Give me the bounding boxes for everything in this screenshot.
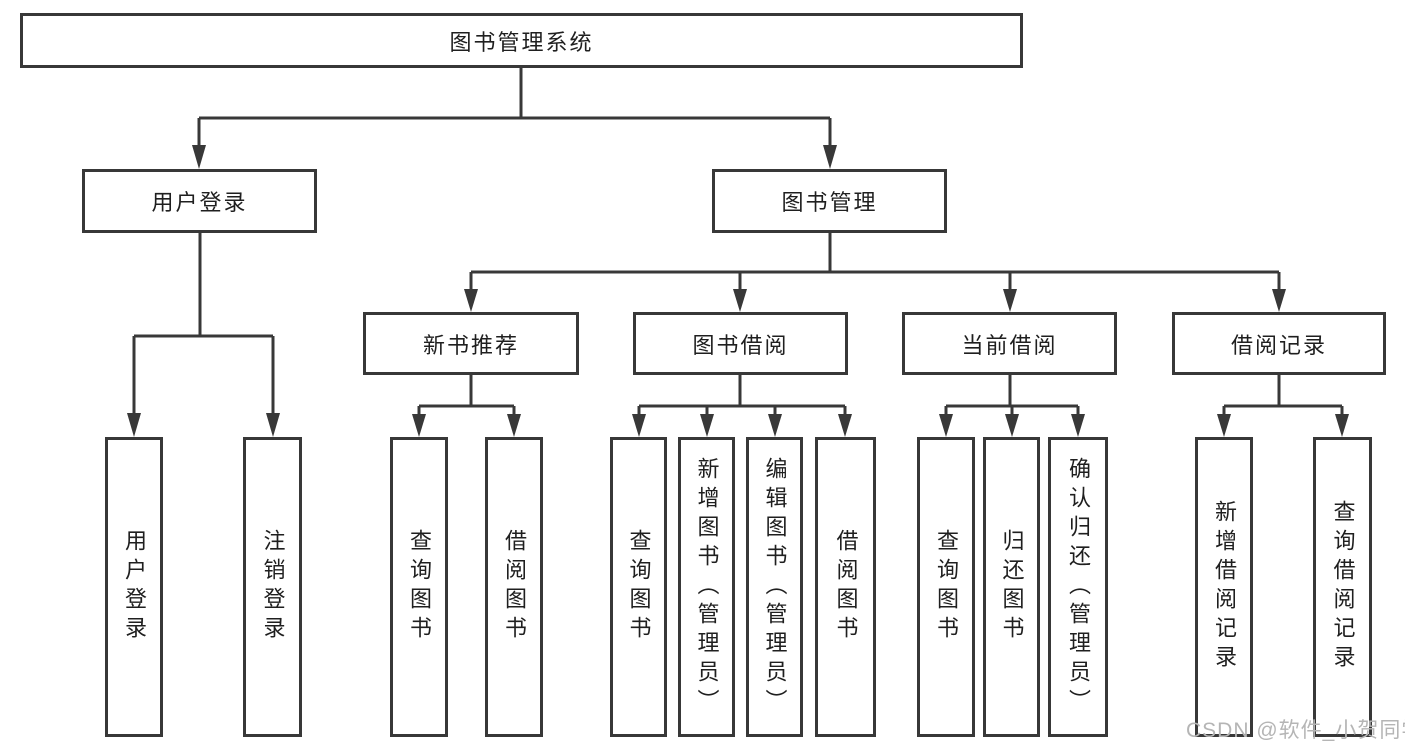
arrowhead <box>632 414 646 437</box>
node-new-book-recommend: 新书推荐 <box>363 312 579 375</box>
arrowhead <box>823 145 837 169</box>
connector-new-book-recommend-children <box>412 375 521 437</box>
leaf-query-books-borrowing: 查询图书 <box>610 437 667 737</box>
arrowhead <box>266 413 280 437</box>
leaf-return-books: 归还图书 <box>983 437 1040 737</box>
arrowhead <box>464 289 478 312</box>
leaf-confirm-return-admin: 确认归还（管理员） <box>1048 437 1108 737</box>
arrowhead <box>700 414 714 437</box>
node-library-management-system: 图书管理系统 <box>20 13 1023 68</box>
arrowhead <box>1003 289 1017 312</box>
leaf-query-borrow-record: 查询借阅记录 <box>1313 437 1372 737</box>
connector-book-borrowing-children <box>632 375 852 437</box>
leaf-edit-books-admin: 编辑图书（管理员） <box>746 437 803 737</box>
arrowhead <box>733 289 747 312</box>
arrowhead <box>192 145 206 169</box>
leaf-user-login: 用户登录 <box>105 437 163 737</box>
arrowhead <box>1005 414 1019 437</box>
arrowhead <box>1335 414 1349 437</box>
arrowhead <box>768 414 782 437</box>
arrowhead <box>507 414 521 437</box>
leaf-add-books-admin: 新增图书（管理员） <box>678 437 735 737</box>
node-book-management: 图书管理 <box>712 169 947 233</box>
node-current-borrowing: 当前借阅 <box>902 312 1117 375</box>
connector-book-management-children <box>464 233 1286 312</box>
node-user-login: 用户登录 <box>82 169 317 233</box>
node-book-borrowing: 图书借阅 <box>633 312 848 375</box>
csdn-watermark: CSDN @软件_小贺同学 <box>1186 719 1405 742</box>
connector-borrowing-records-children <box>1217 375 1349 437</box>
arrowhead <box>1217 414 1231 437</box>
arrowhead <box>412 414 426 437</box>
arrowhead <box>838 414 852 437</box>
connector-user-login-children <box>127 233 280 437</box>
leaf-add-borrow-record: 新增借阅记录 <box>1195 437 1253 737</box>
arrowhead <box>1272 289 1286 312</box>
leaf-query-books-current: 查询图书 <box>917 437 975 737</box>
leaf-borrow-books-borrowing: 借阅图书 <box>815 437 876 737</box>
leaf-logout: 注销登录 <box>243 437 302 737</box>
connector-root-to-level2 <box>192 68 837 169</box>
arrowhead <box>1071 414 1085 437</box>
leaf-borrow-books-recommend: 借阅图书 <box>485 437 543 737</box>
arrowhead <box>939 414 953 437</box>
leaf-query-books-recommend: 查询图书 <box>390 437 448 737</box>
node-borrowing-records: 借阅记录 <box>1172 312 1386 375</box>
arrowhead <box>127 413 141 437</box>
connector-current-borrowing-children <box>939 375 1085 437</box>
